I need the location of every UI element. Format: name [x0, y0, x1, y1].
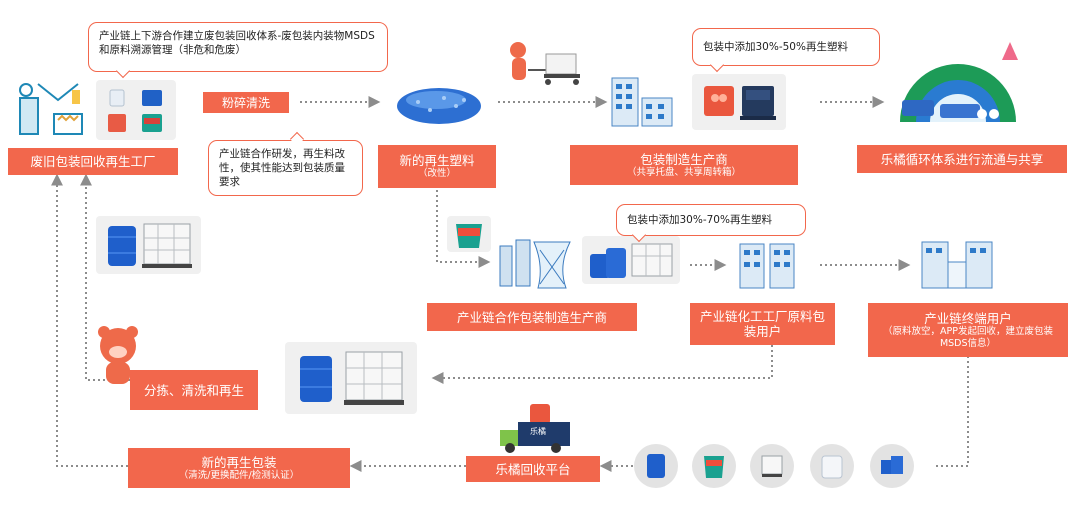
node-chem-user-title: 产业链化工工厂原料包装用户: [699, 309, 825, 339]
bag-small-icon: [821, 455, 843, 479]
node-new-plastic-sub: （改性）: [417, 168, 456, 179]
node-end-user: 产业链终端用户 （原料放空，APP发起回收，建立废包装MSDS信息）: [868, 303, 1068, 357]
silo-plant-icon: [499, 239, 571, 289]
node-end-user-title: 产业链终端用户: [924, 310, 1012, 326]
node-pkg-maker: 包装制造生产商 （共享托盘、共享周转箱）: [570, 145, 798, 185]
bubble-chain-rd: 产业链合作研发，再生料改性，使其性能达到包装质量要求: [208, 140, 363, 196]
drum-ibc-icon: [108, 223, 192, 268]
node-factory-title: 废旧包装回收再生工厂: [30, 154, 156, 169]
node-circulation: 乐橘循环体系进行流通与共享: [857, 145, 1067, 173]
crate-small-icon: [881, 456, 903, 474]
forklift-worker-icon: [510, 42, 580, 85]
pallet-crate-icon: [704, 86, 776, 120]
factory-icon: [19, 83, 83, 135]
node-new-plastic-title: 新的再生塑料: [399, 153, 475, 168]
node-factory: 废旧包装回收再生工厂: [8, 148, 178, 175]
building-end-icon: [921, 241, 993, 289]
bubble-add-30-70-text: 包装中添加30%-70%再生塑料: [627, 214, 772, 226]
node-partner-maker-title: 产业链合作包装制造生产商: [456, 309, 607, 325]
truck-text: 乐橘: [530, 427, 546, 436]
waste-packages-icon: [108, 89, 162, 132]
bucket-icon: [456, 224, 482, 248]
node-new-plastic: 新的再生塑料 （改性）: [378, 145, 496, 188]
plastic-pellets-icon: [397, 88, 481, 124]
building-icon: [611, 77, 673, 127]
node-new-packaging: 新的再生包装 （清洗/更换配件/检测认证）: [128, 448, 350, 488]
bubble-add-30-50-text: 包装中添加30%-50%再生塑料: [703, 41, 848, 53]
node-new-packaging-title: 新的再生包装: [201, 454, 277, 470]
node-platform-title: 乐橘回收平台: [495, 461, 571, 477]
node-sorting: 分拣、清洗和再生: [130, 370, 258, 410]
node-new-packaging-sub: （清洗/更换配件/检测认证）: [178, 469, 300, 481]
node-partner-maker: 产业链合作包装制造生产商: [427, 303, 637, 331]
city-globe-icon: [900, 42, 1018, 122]
node-chem-user: 产业链化工工厂原料包装用户: [690, 303, 835, 345]
truck-icon: [500, 404, 570, 453]
drum-ibc-lower-icon: [300, 351, 404, 405]
ibc-small-icon: [761, 455, 783, 477]
bubble-chain-build-text: 产业链上下游合作建立废包装回收体系-废包装内装物MSDS和原料溯源管理（非危和危…: [99, 30, 375, 56]
bucket-small-icon: [704, 456, 724, 478]
node-circulation-title: 乐橘循环体系进行流通与共享: [880, 151, 1044, 167]
mascot-icon: [98, 326, 138, 384]
node-sorting-title: 分拣、清洗和再生: [143, 382, 244, 398]
building-mid-icon: [739, 243, 795, 289]
node-pkg-maker-title: 包装制造生产商: [640, 151, 728, 167]
bubble-chain-build: 产业链上下游合作建立废包装回收体系-废包装内装物MSDS和原料溯源管理（非危和危…: [88, 22, 388, 72]
bubble-add-30-50: 包装中添加30%-50%再生塑料: [692, 28, 880, 66]
bubble-add-30-70: 包装中添加30%-70%再生塑料: [616, 204, 806, 236]
drum-ibc-mid-icon: [590, 243, 673, 278]
crush-label: 粉碎清洗: [203, 92, 289, 113]
node-platform: 乐橘回收平台: [466, 456, 600, 482]
bubble-chain-rd-text: 产业链合作研发，再生料改性，使其性能达到包装质量要求: [219, 148, 345, 188]
node-pkg-maker-sub: （共享托盘、共享周转箱）: [626, 166, 741, 178]
node-end-user-sub: （原料放空，APP发起回收，建立废包装MSDS信息）: [883, 325, 1053, 349]
drum-small-icon: [647, 454, 665, 478]
